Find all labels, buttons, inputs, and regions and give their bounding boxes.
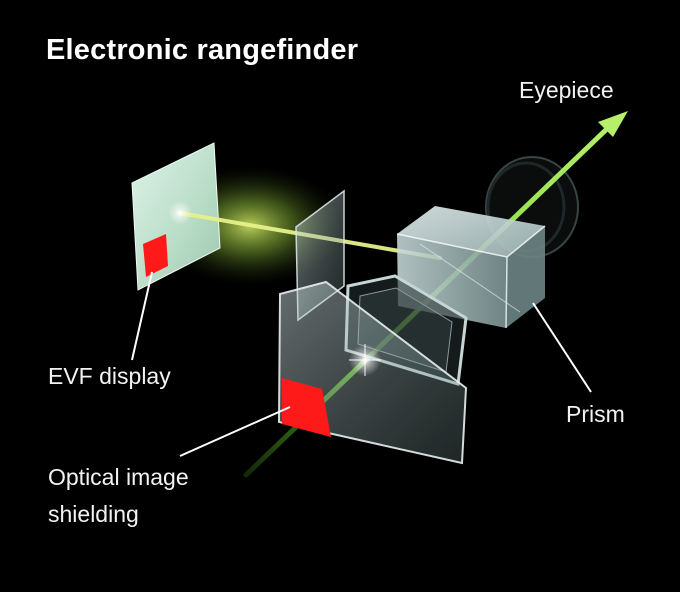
diagram-title: Electronic rangefinder (46, 34, 359, 66)
optical-shielding-label: Optical image shielding (48, 459, 189, 533)
evf-red-marker (143, 234, 168, 277)
shielding-red-marker (282, 378, 331, 437)
eyepiece-arrowhead (598, 111, 628, 137)
shielding-leader-line (179, 406, 291, 457)
optical-shielding-label-line2: shielding (48, 501, 139, 527)
prism-leader-line (532, 302, 592, 393)
axis-sparkle (349, 344, 381, 376)
prism-label: Prism (566, 401, 625, 427)
evf-sparkle (168, 201, 192, 225)
optical-shielding-label-line1: Optical image (48, 464, 189, 490)
leader-lines (131, 271, 592, 457)
eyepiece-label: Eyepiece (519, 77, 614, 103)
evf-leader-line (131, 271, 153, 361)
evf-display-label: EVF display (48, 363, 171, 389)
